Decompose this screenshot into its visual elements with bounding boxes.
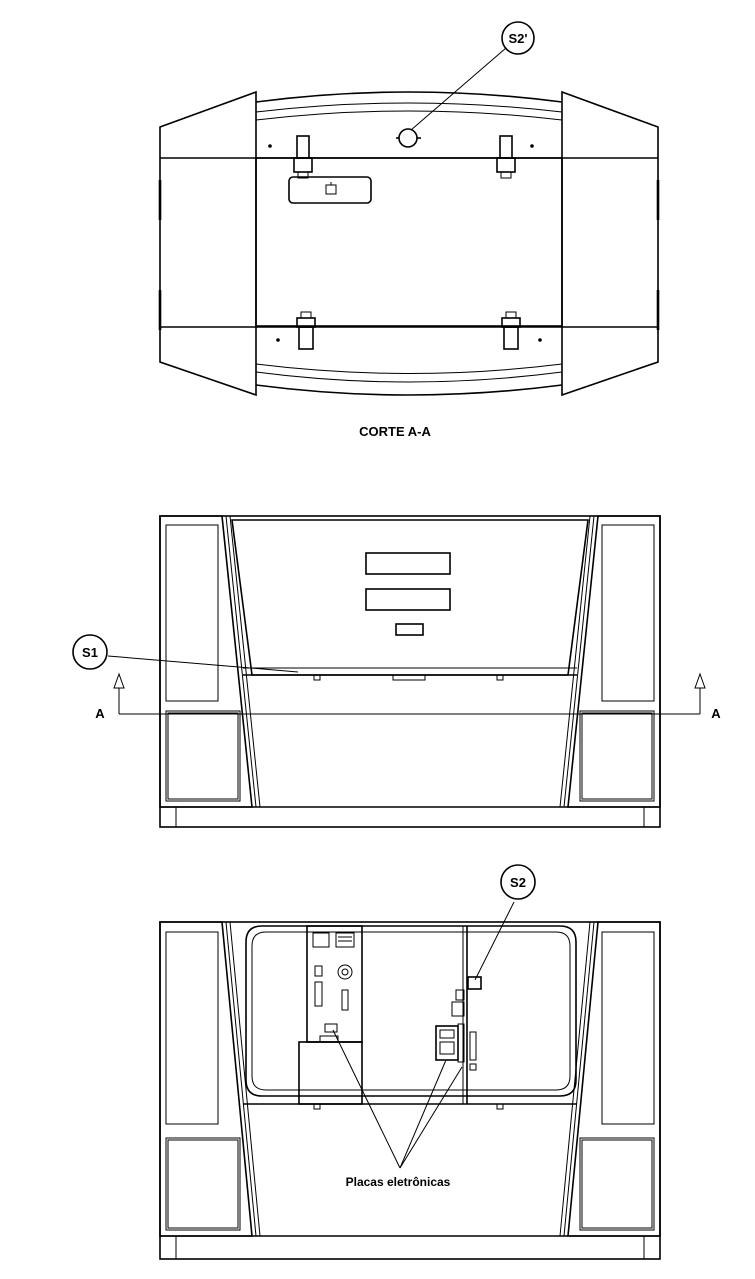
section-arrow-right <box>694 672 706 689</box>
left-panel-lower-inner <box>167 1139 239 1229</box>
hinge <box>496 135 516 179</box>
leader-line <box>474 901 515 981</box>
panel-clip <box>496 674 504 681</box>
screw <box>268 144 272 148</box>
callout-bubble <box>501 21 535 55</box>
panel-latch <box>392 674 426 681</box>
right-panel-lower-inner <box>581 712 653 800</box>
top-arc-inner <box>255 102 563 113</box>
left-panel-lower-inner <box>167 712 239 800</box>
section-label: CORTE A-A <box>359 424 431 439</box>
sensor-s2-prime <box>396 128 421 148</box>
display-panel <box>231 519 589 676</box>
electronics-board-right <box>435 976 482 1071</box>
left-panel-upper <box>165 524 219 702</box>
left-panel-edge <box>225 921 257 1237</box>
section-mark-right: A <box>711 706 721 721</box>
right-panel-lower-inner <box>581 1139 653 1229</box>
lock-component <box>288 176 372 204</box>
bottom-arc-outer <box>255 384 563 396</box>
right-side-panel <box>567 921 661 1237</box>
screw <box>276 338 280 342</box>
inner-cavity <box>245 925 577 1097</box>
panel-clip <box>313 674 321 681</box>
right-panel-edge <box>559 921 591 1237</box>
right-panel-upper <box>601 524 655 702</box>
callout-s2-prime: S2' <box>509 31 528 46</box>
display-window-3 <box>395 623 424 636</box>
left-panel-lower <box>165 710 241 802</box>
left-panel-edge <box>229 921 261 1237</box>
section-body <box>255 157 563 327</box>
hinge <box>296 311 316 350</box>
hinge <box>293 135 313 179</box>
note-placas-eletronicas: Placas eletrônicas <box>346 1175 451 1189</box>
bottom-arc-inner <box>255 371 563 383</box>
section-right-wing <box>561 90 659 397</box>
front-view: A A S1 <box>72 515 721 828</box>
left-panel-lower <box>165 1137 241 1231</box>
inner-cavity-lip <box>251 931 571 1091</box>
section-mark-left: A <box>95 706 105 721</box>
section-view: S2' CORTE A-A <box>158 21 660 439</box>
left-panel-edge <box>225 515 257 808</box>
top-arc-inner <box>255 110 563 121</box>
callout-s2: S2 <box>510 875 526 890</box>
leader-line <box>399 1059 447 1169</box>
right-side-panel <box>567 515 661 808</box>
section-left-wing <box>159 90 257 397</box>
callout-bubble <box>500 864 536 900</box>
left-side-panel <box>159 921 253 1237</box>
right-panel-lower <box>579 1137 655 1231</box>
bottom-arc-inner <box>255 363 563 374</box>
left-side-panel <box>159 515 253 808</box>
leader-line <box>399 1066 463 1169</box>
open-view: S2 Placas eletrônicas <box>159 864 661 1260</box>
right-panel-lower <box>579 710 655 802</box>
leader-line <box>107 655 299 673</box>
right-panel-upper <box>601 931 655 1125</box>
right-panel-edge <box>563 515 595 808</box>
section-arrow-left <box>113 672 125 689</box>
right-panel-edge <box>559 515 591 808</box>
display-window-2 <box>365 588 451 611</box>
panel-clip <box>496 1103 504 1110</box>
display-window-1 <box>365 552 451 575</box>
right-panel-edge <box>563 921 595 1237</box>
leader-line <box>332 1029 401 1169</box>
cabinet-box <box>298 1041 363 1105</box>
screw <box>538 338 542 342</box>
left-panel-edge <box>229 515 261 808</box>
leader-line <box>410 47 507 131</box>
cabinet-top-part <box>319 1035 339 1043</box>
electronics-board-left <box>306 925 363 1043</box>
screw <box>530 144 534 148</box>
left-panel-upper <box>165 931 219 1125</box>
hinge <box>501 311 521 350</box>
top-arc-outer <box>255 91 563 103</box>
callout-bubble <box>72 634 108 670</box>
callout-s1: S1 <box>82 645 98 660</box>
